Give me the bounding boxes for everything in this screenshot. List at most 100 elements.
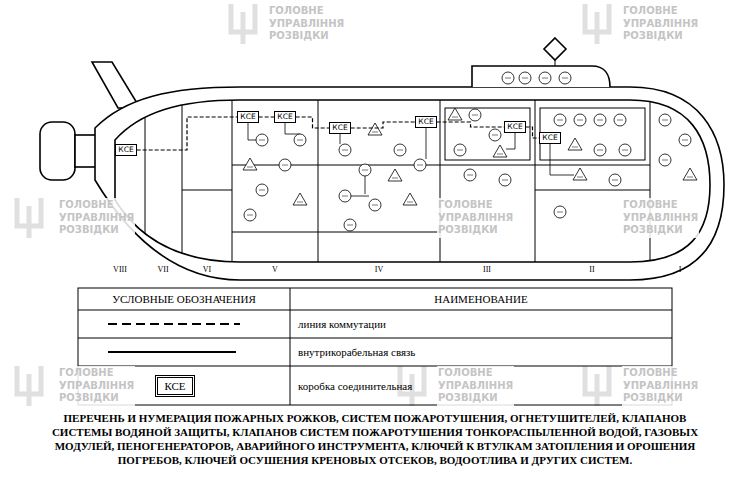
- symbol-mark: [297, 202, 303, 203]
- fire-equipment-symbol: [594, 144, 606, 156]
- junction-box: КСЕ: [329, 122, 350, 134]
- fire-equipment-symbol: [554, 206, 566, 218]
- trident-logo: [231, 4, 255, 44]
- legend-table: [78, 288, 672, 405]
- symbol-mark: [662, 160, 668, 161]
- watermark: ГОЛОВНЕ УПРАВЛІННЯ РОЗВІДКИ: [268, 4, 345, 44]
- symbol-mark: [467, 175, 473, 176]
- symbol-mark: [342, 150, 348, 151]
- symbol-mark: [572, 147, 578, 148]
- trident-logo: [585, 4, 609, 44]
- cabin-outline: [445, 108, 530, 160]
- fire-equipment-symbol: [554, 114, 566, 126]
- symbol-mark: [542, 78, 548, 79]
- junction-box: КСЕ: [539, 132, 560, 144]
- watermark: ГОЛОВНЕ УПРАВЛІННЯ РОЗВІДКИ: [58, 366, 135, 406]
- symbol-mark: [362, 170, 368, 171]
- box-label: КСЕ: [118, 146, 133, 154]
- watermark: ГОЛОВНЕ УПРАВЛІННЯ РОЗВІДКИ: [58, 198, 135, 238]
- solid-line-sample: [108, 351, 236, 353]
- trident-logo: [585, 366, 609, 406]
- compartment-number: V: [272, 266, 278, 274]
- box-label: КСЕ: [277, 113, 292, 121]
- fire-equipment-symbol: [256, 134, 268, 146]
- symbol-mark: [247, 167, 253, 168]
- symbol-mark: [397, 150, 403, 151]
- compartment-number: VI: [203, 266, 211, 274]
- fire-equipment-symbol: [344, 219, 356, 231]
- symbol-mark: [682, 140, 688, 141]
- fire-equipment-symbol: [464, 169, 476, 181]
- symbol-mark: [597, 150, 603, 151]
- fire-equipment-symbol: [339, 190, 351, 202]
- internal-link: [426, 128, 427, 159]
- cabin-outline: [540, 108, 645, 160]
- fire-equipment-symbol: [388, 169, 402, 181]
- symbol-mark: [457, 150, 463, 151]
- compartment-number: III: [483, 266, 491, 274]
- compartment-number: IV: [375, 266, 383, 274]
- dashed-line-sample: [108, 323, 240, 325]
- fire-equipment-symbol: [659, 154, 671, 166]
- fire-equipment-symbol: [454, 144, 466, 156]
- symbol-mark: [577, 177, 583, 178]
- symbol-mark: [342, 196, 348, 197]
- compartment-number: VII: [157, 266, 168, 274]
- fire-equipment-symbol: [448, 108, 462, 120]
- table-frame: [78, 288, 672, 405]
- tail-fin: [92, 62, 140, 108]
- fire-equipment-symbol: [369, 199, 381, 211]
- fire-equipment-symbol: [279, 159, 291, 171]
- table-header: НАИМЕНОВАНИЕ: [434, 293, 527, 305]
- table-header: УСЛОВНЫЕ ОБОЗНАЧЕНИЯ: [112, 293, 256, 305]
- symbol-mark: [622, 150, 628, 151]
- symbol-mark: [502, 180, 508, 181]
- symbol-mark: [372, 132, 378, 133]
- fire-equipment-symbol: [339, 144, 351, 156]
- symbol-mark: [407, 202, 413, 203]
- symbol-mark: [617, 120, 623, 121]
- symbol-mark: [472, 115, 478, 116]
- junction-box: КСЕ: [115, 144, 136, 156]
- symbol-mark: [417, 165, 423, 166]
- fire-equipment-symbol: [519, 72, 531, 84]
- symbol-mark: [505, 78, 511, 79]
- symbol-mark: [259, 190, 265, 191]
- fire-equipment-symbol: [293, 193, 307, 205]
- table-grid: [78, 288, 672, 405]
- bulkheads: [145, 95, 650, 265]
- shaft-housing: [75, 135, 97, 167]
- fire-equipment-symbol: [368, 123, 382, 135]
- fire-equipment-symbol: [594, 114, 606, 126]
- ship-links: [248, 123, 574, 196]
- watermark: ГОЛОВНЕ УПРАВЛІННЯ РОЗВІДКИ: [622, 198, 699, 238]
- junction-box: КСЕ: [504, 121, 525, 133]
- fire-equipment-symbol: [574, 114, 586, 126]
- symbol-mark: [282, 165, 288, 166]
- symbol-mark: [497, 154, 503, 155]
- fire-equipment-symbol: [609, 174, 621, 186]
- fire-equipment-symbol: [243, 158, 257, 170]
- watermark: ГОЛОВНЕ УПРАВЛІННЯ РОЗВІДКИ: [437, 198, 514, 238]
- box-label: КСЕ: [240, 113, 255, 121]
- fire-equipment-symbol: [359, 164, 371, 176]
- fire-equipment-symbol: [394, 144, 406, 156]
- communication-line: [296, 117, 330, 128]
- fire-equipment-symbol: [256, 184, 268, 196]
- outer-hull: [95, 87, 724, 280]
- communication-line: [437, 122, 505, 127]
- symbol-mark: [347, 225, 353, 226]
- fire-equipment-symbol: [619, 144, 631, 156]
- fire-equipment-symbol: [679, 134, 691, 146]
- fire-equipment-symbol: [502, 72, 514, 84]
- symbol-mark: [372, 205, 378, 206]
- communication-line: [259, 116, 275, 117]
- symbol-mark: [259, 140, 265, 141]
- fire-equipment-symbol: [614, 114, 626, 126]
- trident-logo: [17, 198, 41, 238]
- inner-hull: [115, 100, 710, 262]
- fire-equipment-symbol: [493, 145, 507, 157]
